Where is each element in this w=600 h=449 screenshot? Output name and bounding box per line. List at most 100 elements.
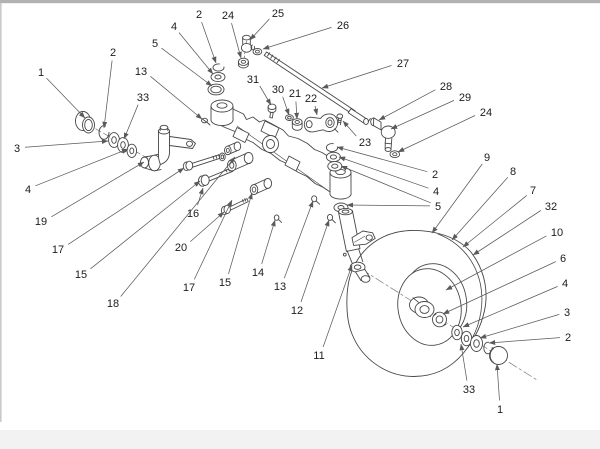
part-label-32: 32 (545, 201, 557, 213)
part-label-24-right: 24 (480, 107, 492, 119)
leader-line-4-mid (338, 156, 429, 189)
leader-line-5-mid (340, 165, 431, 204)
part-label-2-mid: 2 (432, 169, 438, 181)
leader-line-4-wheel (462, 286, 558, 328)
kingpin-boss-right (329, 172, 352, 200)
part-label-13-bot: 13 (274, 281, 286, 293)
part-label-14: 14 (252, 267, 264, 279)
leader-line-16 (197, 187, 204, 206)
part-label-4-top: 4 (171, 21, 177, 33)
part-label-13-top: 13 (135, 66, 147, 78)
wheel-hub (409, 296, 435, 318)
axle-centerline-right (360, 268, 538, 381)
leader-line-11 (322, 264, 353, 348)
leader-line-25 (249, 18, 270, 41)
wheel-hardware-right (451, 324, 508, 365)
leader-line-5-mid (346, 202, 431, 208)
part-label-17-bot: 17 (183, 282, 195, 294)
part-label-10: 10 (551, 227, 563, 239)
wheel-spindle-left (140, 124, 196, 172)
part-label-4-wheel: 4 (562, 278, 568, 290)
leader-line-24-right (397, 115, 476, 153)
arm-bushing (291, 118, 303, 131)
leader-line-7 (462, 195, 528, 248)
leader-line-27 (321, 65, 392, 89)
leader-line-18 (120, 156, 236, 297)
part-label-2-wheel: 2 (565, 332, 571, 344)
leader-line-26 (262, 27, 332, 50)
leader-line-13-top (150, 76, 203, 120)
leader-line-22 (313, 105, 319, 116)
part-label-4-mid: 4 (433, 186, 439, 198)
arm-washer (285, 114, 294, 121)
mount-bolt-c (220, 198, 249, 216)
beam-window-c (284, 155, 301, 172)
leader-line-4-left (35, 148, 129, 187)
part-label-15-bot: 15 (219, 277, 231, 289)
beam-window-a (232, 127, 250, 143)
hub-bearing (432, 311, 447, 328)
leader-line-4-top (178, 32, 214, 75)
part-label-27: 27 (397, 58, 409, 70)
clamp-screw (326, 213, 336, 224)
leader-line-8 (451, 177, 508, 241)
roll-pin (273, 214, 283, 223)
part-label-23: 23 (359, 137, 371, 149)
part-label-30: 30 (272, 84, 284, 96)
leader-line-9 (431, 163, 483, 234)
arm-bolt (267, 103, 277, 119)
steering-arm-group (267, 103, 344, 133)
wheel-assembly (346, 230, 538, 381)
leader-line-1-left (46, 77, 86, 119)
part-label-3-wheel: 3 (564, 307, 570, 319)
ball-joint-left (237, 34, 263, 69)
part-label-22: 22 (305, 93, 317, 105)
leader-line-23 (342, 120, 357, 137)
leader-line-5-top (161, 47, 213, 87)
leader-line-2-top (201, 21, 217, 64)
leader-line-33-left (123, 104, 139, 140)
leader-line-20 (190, 211, 225, 242)
snap-ring-wheel (483, 341, 493, 355)
part-label-33-wheel: 33 (463, 384, 475, 396)
part-label-31: 31 (247, 74, 259, 86)
part-label-26: 26 (337, 20, 349, 32)
part-label-15-left: 15 (75, 269, 87, 281)
part-label-5-mid: 5 (435, 201, 441, 213)
leader-line-3-wheel (479, 314, 560, 339)
ball-joint-right (370, 117, 401, 159)
part-label-1-left: 1 (38, 67, 44, 79)
part-label-33-left: 33 (137, 92, 149, 104)
part-label-19: 19 (35, 216, 47, 228)
part-label-2-top: 2 (196, 9, 202, 21)
leader-line-30 (282, 96, 290, 116)
leader-line-33-wheel (459, 343, 468, 381)
leader-line-14 (261, 219, 276, 265)
part-label-28: 28 (440, 81, 452, 93)
part-label-2-left: 2 (110, 47, 116, 59)
part-label-5-top: 5 (152, 38, 158, 50)
part-label-12: 12 (291, 305, 303, 317)
leader-line-3-left (24, 138, 109, 148)
part-label-18: 18 (107, 298, 119, 310)
leader-line-28 (378, 89, 436, 121)
part-label-16: 16 (187, 208, 199, 220)
wheel-spindle-right (338, 207, 376, 283)
leader-line-15-bot (228, 192, 253, 275)
mount-bolt-a (182, 154, 221, 172)
kingpin-hardware-right (325, 143, 343, 172)
leader-line-13-bot (283, 200, 314, 279)
part-label-7: 7 (530, 185, 536, 197)
spacer-c (249, 177, 273, 196)
part-label-9: 9 (484, 152, 490, 164)
steering-arm-casting (303, 113, 339, 133)
leader-line-1-wheel (494, 363, 500, 401)
tire-tread-line (437, 233, 483, 340)
scan-strip-bottom (0, 430, 600, 449)
washer-stack-left (108, 132, 138, 158)
leader-line-2-wheel (488, 337, 561, 346)
part-label-11: 11 (313, 350, 324, 362)
grease-fitting-beam (311, 195, 321, 205)
